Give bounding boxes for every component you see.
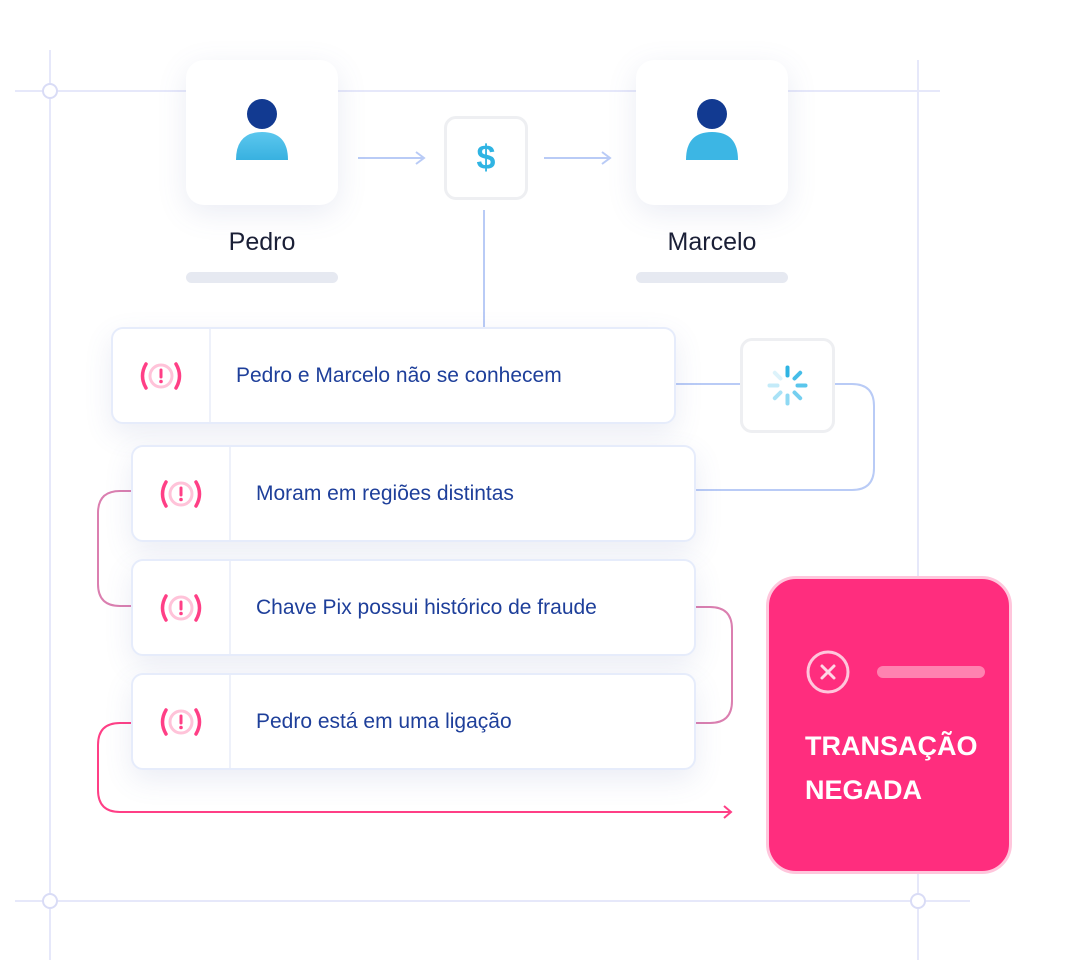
receiver-name: Marcelo [667, 228, 757, 256]
alert-icon [160, 479, 202, 508]
arrow-to-payment [358, 151, 426, 165]
alert-icon [160, 593, 202, 622]
alert-icon [140, 361, 182, 390]
transaction-denied-card: TRANSAÇÃO NEGADA [766, 576, 1012, 874]
receiver-card [636, 60, 788, 205]
result-line-2: NEGADA [805, 775, 923, 805]
alert-item: Moram em regiões distintas [131, 445, 696, 542]
close-circle-icon [806, 650, 850, 694]
alert-text: Pedro e Marcelo não se conhecem [236, 363, 562, 387]
alert-icon [160, 707, 202, 736]
alert-item: Pedro está em uma ligação [131, 673, 696, 770]
receiver-placeholder-bar [636, 272, 788, 283]
alert-text: Moram em regiões distintas [256, 481, 514, 505]
sender-placeholder-bar [186, 272, 338, 283]
spinner-icon [767, 365, 808, 406]
sender-name: Pedro [228, 228, 296, 256]
result-line-1: TRANSAÇÃO [805, 731, 978, 761]
loading-box [740, 338, 835, 433]
user-icon [236, 99, 288, 160]
dollar-icon: $ [476, 138, 496, 177]
frame-grid [15, 50, 970, 960]
arrow-to-receiver [544, 151, 612, 165]
alert-text: Pedro está em uma ligação [256, 709, 512, 733]
arrow-to-result [97, 722, 733, 819]
payment-box: $ [444, 116, 528, 200]
alert-item: Chave Pix possui histórico de fraude [131, 559, 696, 656]
alert-text: Chave Pix possui histórico de fraude [256, 595, 597, 619]
placeholder-bar [877, 666, 985, 678]
alert-item: Pedro e Marcelo não se conhecem [111, 327, 676, 424]
sender-card [186, 60, 338, 205]
user-icon [686, 99, 738, 160]
